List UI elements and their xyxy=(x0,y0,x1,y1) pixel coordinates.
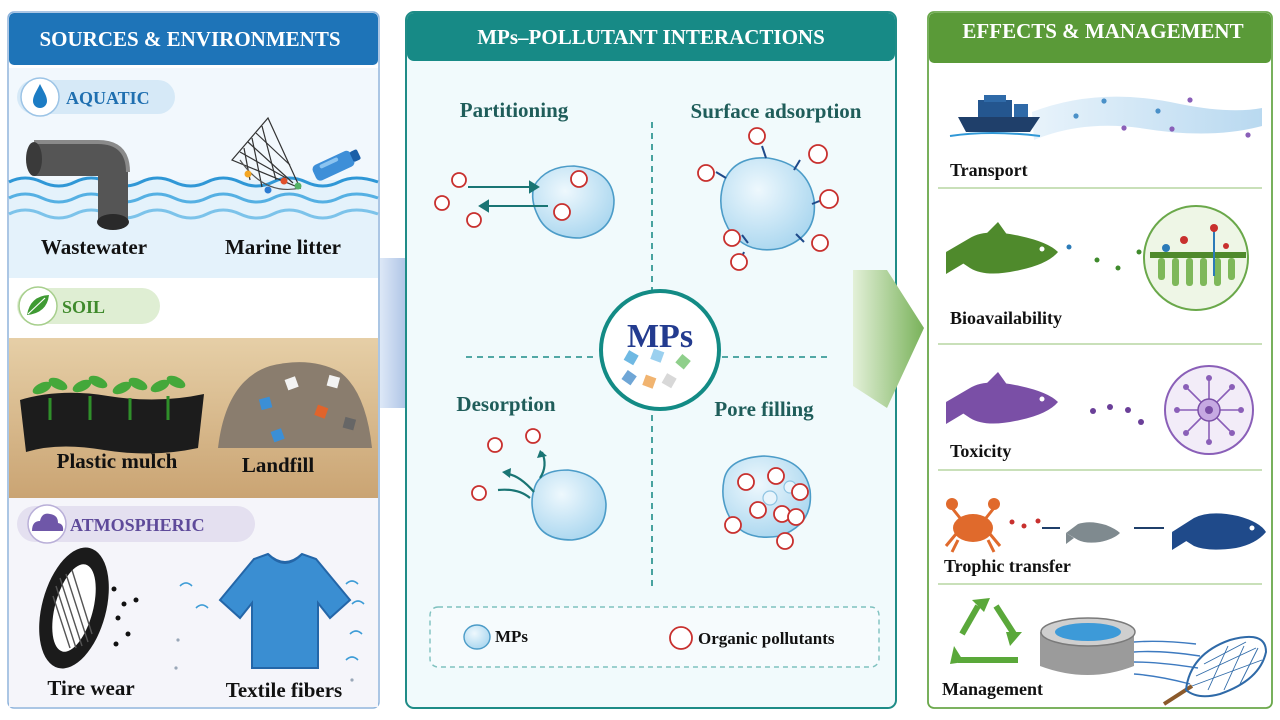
surface-adsorption-label: Surface adsorption xyxy=(691,99,862,123)
plastic-mulch-icon xyxy=(20,375,204,454)
big-fish-icon xyxy=(1172,513,1266,550)
trophic-transfer-illustration xyxy=(944,498,1266,553)
partitioning-label: Partitioning xyxy=(460,98,569,122)
water-drop-icon xyxy=(33,84,47,108)
plastic-mulch-label: Plastic mulch xyxy=(57,449,178,473)
bioavailability-label: Bioavailability xyxy=(950,308,1062,328)
legend: MPs Organic pollutants xyxy=(429,606,880,668)
desorption-illustration xyxy=(471,428,607,541)
bioavailability-illustration xyxy=(946,205,1249,311)
management-illustration xyxy=(950,598,1268,706)
pore-filling-illustration xyxy=(722,455,812,550)
right-panel-title: EFFECTS & MANAGEMENT xyxy=(962,19,1243,43)
pore-filling-label: Pore filling xyxy=(714,397,814,421)
right-panel: EFFECTS & MANAGEMENT Transport xyxy=(927,11,1273,709)
shirt-icon xyxy=(218,552,352,669)
toxicity-label: Toxicity xyxy=(950,441,1011,461)
left-panel: SOURCES & ENVIRONMENTS AQUATIC xyxy=(7,11,380,709)
middle-panel-header xyxy=(407,13,895,61)
landfill-label: Landfill xyxy=(242,453,315,477)
wastewater-label: Wastewater xyxy=(41,235,147,259)
trophic-transfer-label: Trophic transfer xyxy=(944,556,1071,576)
fish-icon xyxy=(946,222,1058,274)
small-fish-icon xyxy=(1066,522,1120,544)
fishing-net-icon xyxy=(231,116,302,190)
left-panel-header xyxy=(9,13,378,65)
filter-tank-icon xyxy=(1040,617,1136,675)
wastewater-pipe-icon xyxy=(26,140,130,230)
mps-center-label: MPs xyxy=(627,318,693,355)
middle-panel: MPs–POLLUTANT INTERACTIONS Partitioning … xyxy=(405,11,897,709)
fish-icon-purple xyxy=(946,372,1058,424)
toxicity-illustration xyxy=(946,365,1254,455)
crab-icon xyxy=(944,498,1002,553)
aquatic-label: AQUATIC xyxy=(66,88,150,108)
plastic-bottle-icon xyxy=(312,149,361,181)
transport-label: Transport xyxy=(950,160,1028,180)
soil-label: SOIL xyxy=(62,297,105,317)
legend-pollutant-swatch xyxy=(669,626,693,650)
right-panel-header xyxy=(929,13,1271,63)
ship-icon xyxy=(949,95,1041,137)
mps-center-node: MPs xyxy=(599,289,721,411)
middle-panel-title: MPs–POLLUTANT INTERACTIONS xyxy=(477,25,825,49)
cloud-icon xyxy=(32,513,64,531)
landfill-icon xyxy=(218,362,372,448)
left-panel-title: SOURCES & ENVIRONMENTS xyxy=(39,27,340,51)
marine-litter-label: Marine litter xyxy=(225,235,341,259)
legend-mps-label: MPs xyxy=(495,627,528,646)
partitioning-illustration xyxy=(434,165,615,239)
atmospheric-label: ATMOSPHERIC xyxy=(70,515,205,535)
legend-pollutants-label: Organic pollutants xyxy=(698,629,835,648)
textile-fibers-label: Textile fibers xyxy=(226,678,342,702)
legend-mps-swatch xyxy=(463,624,491,650)
recycle-icon xyxy=(958,604,1018,663)
hand-net-icon xyxy=(1162,636,1268,706)
tire-wear-label: Tire wear xyxy=(47,676,134,700)
transport-illustration xyxy=(949,95,1262,140)
management-label: Management xyxy=(942,679,1043,699)
surface-adsorption-illustration xyxy=(697,127,839,271)
tire-icon xyxy=(39,547,109,669)
desorption-label: Desorption xyxy=(456,392,555,416)
flow-arrow-right-icon-2 xyxy=(853,270,924,408)
